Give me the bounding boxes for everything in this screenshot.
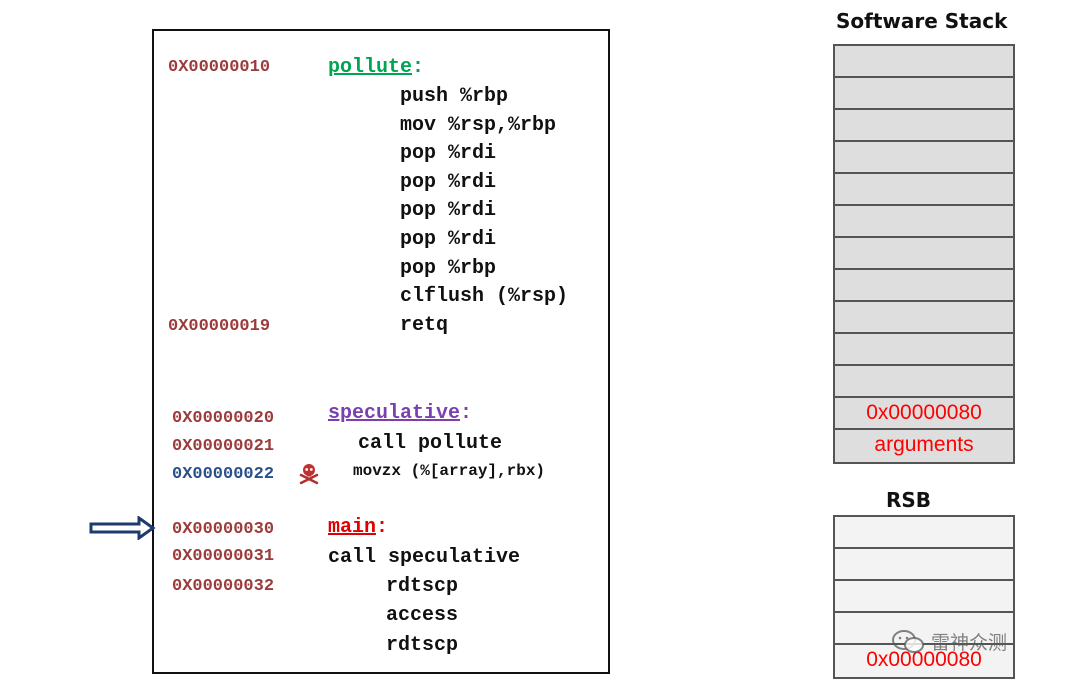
- address-call-speculative: 0X00000031: [172, 547, 275, 566]
- software-stack-title: Software Stack: [836, 9, 1008, 33]
- code-line: push %rbp: [400, 85, 509, 108]
- code-line: pop %rdi: [400, 228, 497, 251]
- code-line: call pollute: [358, 432, 503, 455]
- code-line: access: [386, 604, 459, 627]
- stack-cell: [835, 78, 1013, 110]
- label-pollute: pollute:: [328, 56, 425, 79]
- watermark: 雷神众测: [891, 628, 1007, 655]
- stack-cell: [835, 334, 1013, 366]
- rsb-cell-return-address: 0x00000080: [835, 645, 1013, 677]
- address-speculative: 0X00000020: [172, 409, 275, 428]
- code-line: pop %rbp: [400, 257, 497, 280]
- address-movzx: 0X00000022: [172, 465, 275, 484]
- code-line: clflush (%rsp): [400, 285, 569, 308]
- stack-cell: [835, 238, 1013, 270]
- address-rdtscp: 0X00000032: [172, 577, 275, 596]
- code-line: pop %rdi: [400, 171, 497, 194]
- code-line: mov %rsp,%rbp: [400, 114, 557, 137]
- rsb-cell: [835, 517, 1013, 549]
- stack-cell-arguments: arguments: [835, 430, 1013, 462]
- stack-cell: [835, 302, 1013, 334]
- code-line: movzx (%[array],rbx): [353, 462, 546, 480]
- rsb-stack: 0x00000080: [833, 515, 1015, 679]
- rsb-cell: [835, 549, 1013, 581]
- code-panel: [152, 29, 610, 674]
- stack-cell: [835, 142, 1013, 174]
- stack-cell: [835, 366, 1013, 398]
- address-retq: 0X00000019: [168, 317, 271, 336]
- stack-cell: [835, 270, 1013, 302]
- code-line: retq: [400, 314, 449, 337]
- arrow-right-outline-icon: [89, 516, 156, 540]
- stack-cell-return-address: 0x00000080: [835, 398, 1013, 430]
- code-line: pop %rdi: [400, 199, 497, 222]
- label-main: main:: [328, 516, 389, 539]
- label-speculative: speculative:: [328, 402, 473, 425]
- software-stack: 0x00000080 arguments: [833, 44, 1015, 464]
- code-line: pop %rdi: [400, 142, 497, 165]
- stack-cell: [835, 206, 1013, 238]
- address-pollute: 0X00000010: [168, 58, 271, 77]
- address-main: 0X00000030: [172, 520, 275, 539]
- code-line: rdtscp: [386, 634, 459, 657]
- rsb-cell: [835, 613, 1013, 645]
- watermark-text: 雷神众测: [931, 632, 1008, 654]
- rsb-title: RSB: [886, 488, 932, 512]
- stack-cell: [835, 46, 1013, 78]
- wechat-icon: [892, 629, 924, 653]
- stack-cell: [835, 174, 1013, 206]
- code-line: rdtscp: [386, 575, 459, 598]
- stack-cell: [835, 110, 1013, 142]
- skull-crossbones-icon: [299, 464, 319, 485]
- rsb-cell: [835, 581, 1013, 613]
- code-line: call speculative: [328, 546, 521, 569]
- address-call-pollute: 0X00000021: [172, 437, 275, 456]
